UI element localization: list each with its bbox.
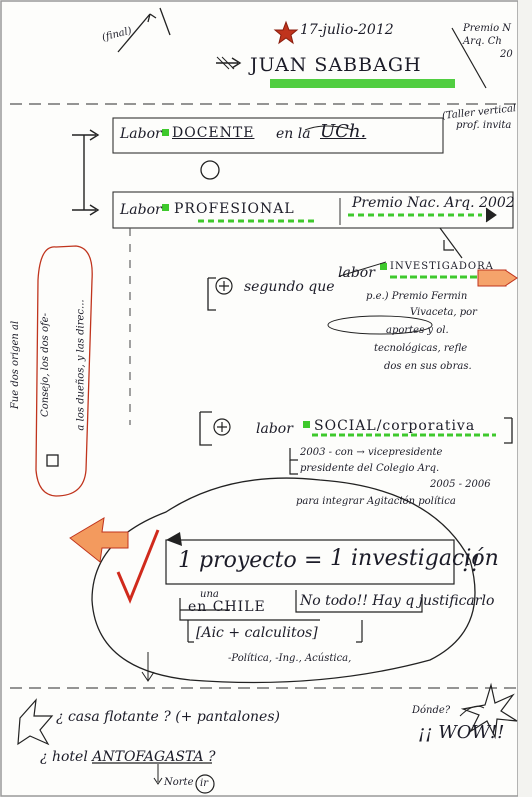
- social-line-2: presidente del Colegio Arq.: [300, 463, 440, 474]
- tags-note: -Política, -Ing., Acústica,: [228, 653, 352, 664]
- question-hotel-antofagasta: ¿ hotel ANTOFAGASTA ?: [40, 749, 216, 765]
- university-name: UCh.: [320, 121, 367, 142]
- star-outline-icon: [460, 682, 518, 740]
- investigadora-prefix: labor: [338, 265, 375, 281]
- checkmark-icon: [116, 529, 160, 604]
- profesional-highlight: PROFESIONAL: [174, 201, 295, 217]
- investigadora-line-3: aportes y ol.: [386, 325, 449, 336]
- social-highlight: SOCIAL/corporativa: [314, 418, 476, 434]
- docente-suffix: en la: [276, 126, 311, 142]
- name-highlight: [270, 79, 455, 88]
- docente-note-line-2: prof. invita: [456, 120, 512, 131]
- investigadora-line-5: dos en sus obras.: [384, 361, 472, 372]
- investigadora-intro: segundo que: [244, 279, 335, 295]
- double-bang: !!: [462, 552, 480, 577]
- profesional-prefix: Labor: [120, 202, 162, 218]
- docente-highlight: DOCENTE: [172, 125, 255, 141]
- equation-right: 1 investigación: [330, 546, 499, 571]
- en-chile: en CHILE: [188, 599, 266, 615]
- social-prefix: labor: [256, 421, 293, 437]
- equation-equals: =: [304, 548, 323, 573]
- investigadora-line-1: p.e.) Premio Fermin: [366, 291, 468, 302]
- social-line-4: para integrar Agitación política: [296, 496, 456, 507]
- side-note-line-1: Fue dos origen al: [10, 320, 22, 410]
- no-todos-note: No todo!! Hay q justificarlo: [300, 593, 495, 609]
- investigadora-line-2: Vivaceta, por: [410, 307, 477, 318]
- arrow-up-icon: [117, 13, 151, 53]
- social-line-3: 2005 - 2006: [430, 479, 491, 490]
- equation-left: 1 proyecto: [178, 548, 297, 573]
- investigadora-line-4: tecnológicas, refle: [374, 343, 468, 354]
- tiny-note: una: [200, 589, 219, 600]
- scan-margin: [518, 0, 532, 797]
- social-line-1: 2003 - con → vicepresidente: [300, 447, 443, 458]
- session-date: 17-julio-2012: [300, 22, 394, 38]
- corner-note-line-2: Arq. Ch: [463, 36, 502, 47]
- wow-note: ¡¡ WOW!!: [418, 722, 505, 743]
- side-note-line-2: Consejo, los dos ofe-: [39, 313, 51, 417]
- orange-arrow-icon: [69, 517, 129, 563]
- speaker-name: JUAN SABBAGH: [250, 54, 422, 76]
- corner-note-line-3: 20: [500, 49, 513, 60]
- question-casa-flotante: ¿ casa flotante ? (+ pantalones): [56, 709, 280, 725]
- star-icon: [273, 20, 299, 45]
- side-note-outline: [35, 245, 93, 497]
- calculos-note: [Aic + calculitos]: [196, 625, 318, 641]
- investigadora-highlight: INVESTIGADORA: [390, 261, 494, 272]
- idea-loop: [91, 477, 476, 684]
- arrow-right-icon: [216, 57, 242, 69]
- star-outline-icon: [17, 698, 54, 746]
- donde-note: Dónde?: [412, 705, 451, 716]
- corner-note-line-1: Premio N: [463, 23, 512, 34]
- side-note-line-3: a los dueños, y las direc...: [75, 299, 87, 431]
- award-note: Premio Nac. Arq. 2002: [352, 195, 515, 211]
- docente-prefix: Labor: [120, 126, 162, 142]
- norte-label: Norte: [164, 777, 194, 788]
- circled-note: ir: [200, 778, 208, 789]
- plus-circle-icon: [200, 160, 220, 180]
